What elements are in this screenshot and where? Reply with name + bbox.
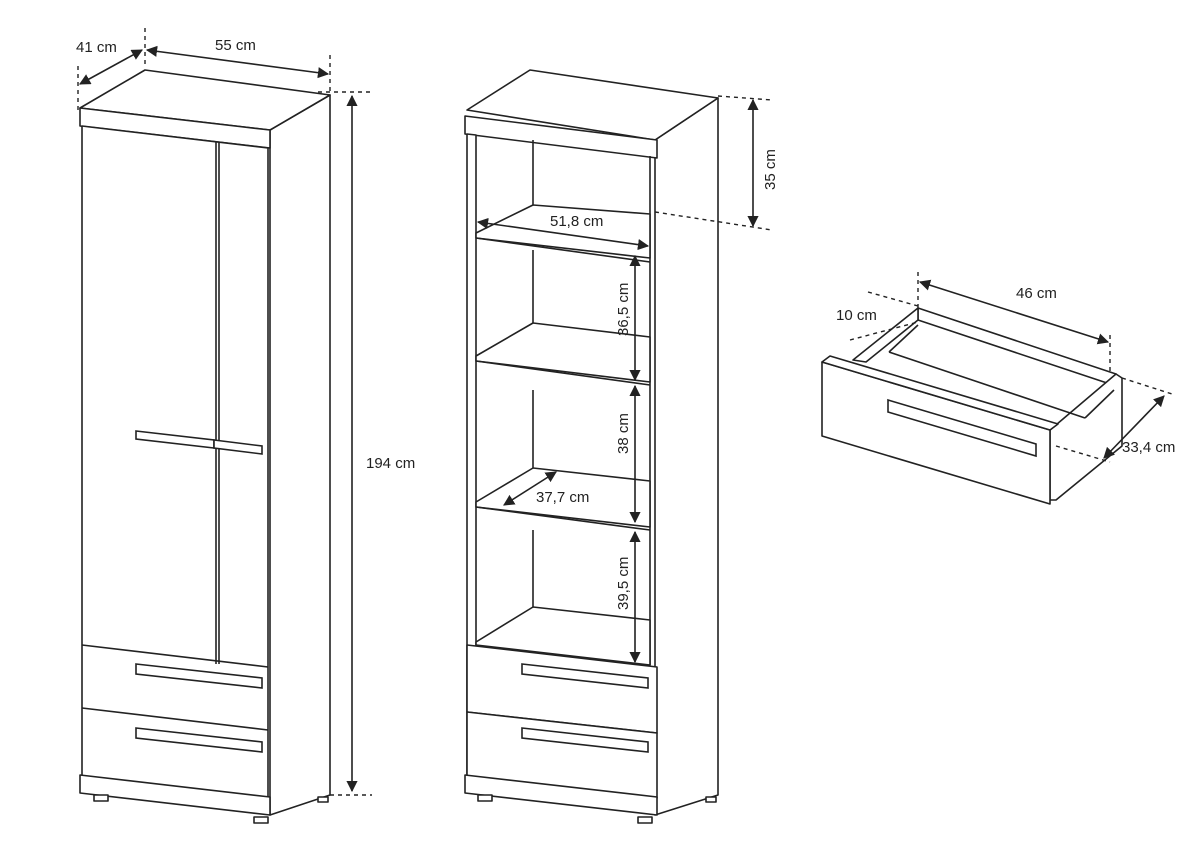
inner-depth-label: 37,7 cm <box>536 489 589 506</box>
drawer-width-label: 46 cm <box>1016 285 1057 302</box>
drawer-handle <box>887 398 1037 458</box>
shelf-2 <box>475 322 651 383</box>
shelf-4 <box>475 606 651 666</box>
drawer <box>821 307 1123 505</box>
drawer-dimensions: 46 cm 10 cm 33,4 cm <box>836 272 1175 463</box>
inner-width-label: 51,8 cm <box>550 213 603 230</box>
shelf-2-label: 38 cm <box>615 413 632 454</box>
closed-cabinet-dimensions: 41 cm 55 cm 194 cm <box>76 28 415 796</box>
drawer-handle-upper-2 <box>521 663 649 689</box>
open-shelf-cabinet <box>464 69 719 824</box>
shelf-3-label: 39,5 cm <box>615 557 632 610</box>
width-label: 55 cm <box>215 37 256 54</box>
drawer-handle-lower-2 <box>521 727 649 753</box>
shelf-1-label: 36,5 cm <box>615 283 632 336</box>
door-handle-right <box>213 439 263 455</box>
depth-label: 41 cm <box>76 39 117 56</box>
open-shelf-dimensions: 35 cm 51,8 cm 36,5 cm 38 cm 37,7 cm 39,5… <box>476 95 779 664</box>
drawer-handle-lower <box>135 727 263 753</box>
top-section-label: 35 cm <box>762 149 779 190</box>
height-label: 194 cm <box>366 455 415 472</box>
drawer-handle-upper <box>135 663 263 689</box>
drawer-height-label: 10 cm <box>836 307 877 324</box>
drawer-depth-label: 33,4 cm <box>1122 439 1175 456</box>
closed-cabinet <box>79 69 331 824</box>
